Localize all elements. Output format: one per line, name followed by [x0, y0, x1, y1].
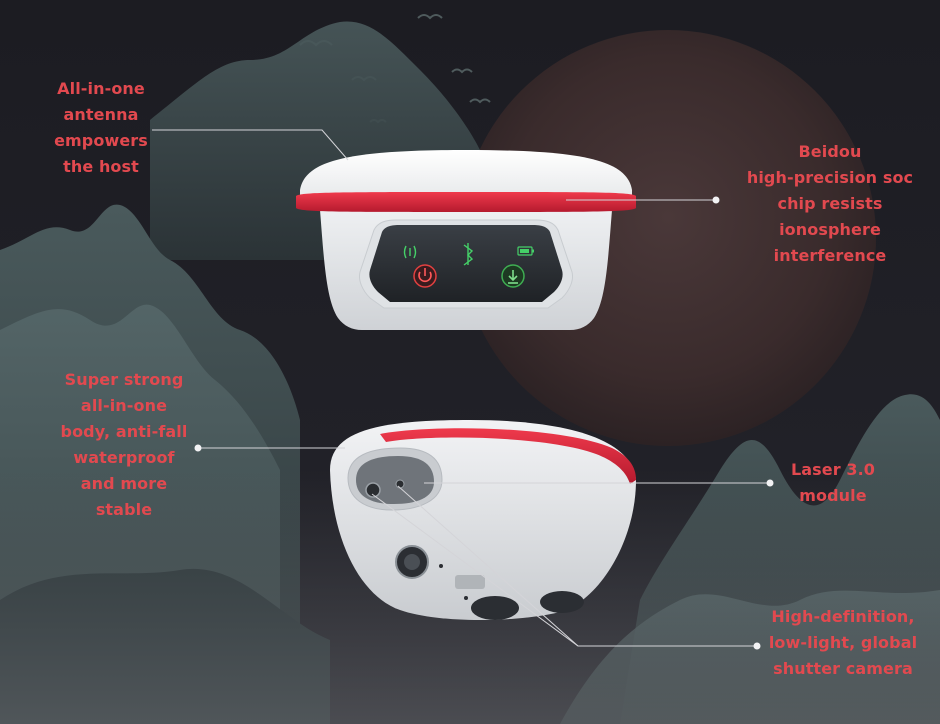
download-icon [501, 264, 525, 288]
port-right [540, 591, 584, 613]
port-left [471, 596, 519, 620]
red-band [296, 192, 636, 212]
leader-dots [194, 196, 774, 650]
label-plate [455, 575, 485, 589]
callout-antenna: All-in-one antenna empowers the host [54, 79, 148, 176]
laser-lens [395, 479, 405, 489]
moon [460, 30, 876, 446]
callout-body: Super strong all-in-one body, anti-fall … [60, 370, 188, 519]
satellite-signal-icon [403, 245, 417, 259]
receiver-bottom-view [330, 420, 636, 620]
battery-icon [517, 246, 534, 256]
red-band-bottom [380, 428, 636, 484]
power-icon [413, 264, 437, 288]
camera-window [356, 456, 434, 504]
receiver-top-view [296, 150, 636, 330]
callout-laser-module: Laser 3.0 module [790, 460, 876, 505]
bluetooth-icon [463, 243, 474, 266]
leader-lines [152, 129, 770, 647]
callout-beidou-chip: Beidou high-precision soc chip resists i… [746, 142, 914, 265]
callout-camera: High-definition, low-light, global shutt… [768, 607, 918, 678]
camera-lens [365, 482, 381, 498]
